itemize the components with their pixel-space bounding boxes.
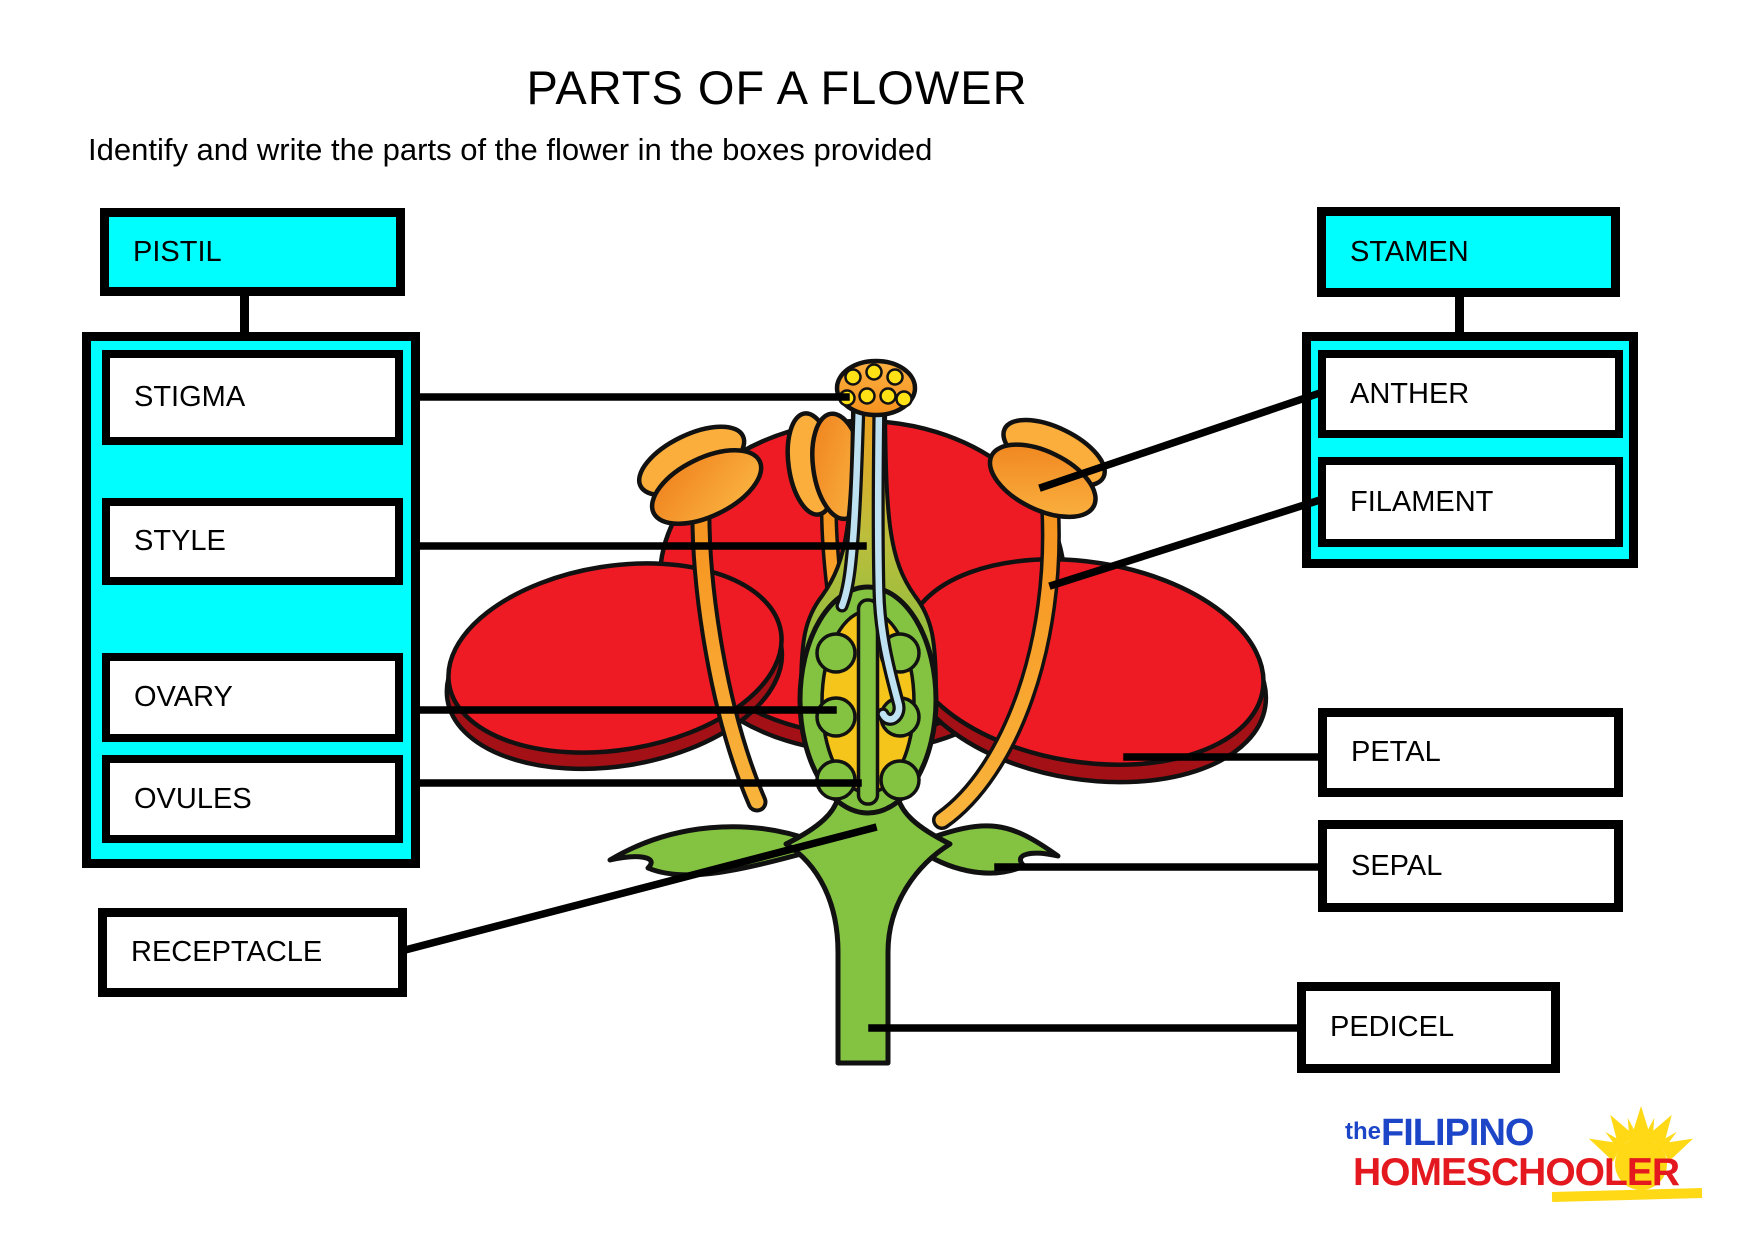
pistil-label: PISTIL xyxy=(133,235,222,268)
leader-line-anther xyxy=(1038,388,1325,492)
style-answer-box[interactable]: STYLE xyxy=(102,498,403,585)
pedicel-answer-box[interactable]: PEDICEL xyxy=(1297,982,1560,1073)
pistil-answer-box[interactable]: PISTIL xyxy=(100,208,405,296)
ovules-answer-box[interactable]: OVULES xyxy=(102,755,403,843)
petal-right xyxy=(904,557,1269,785)
receptacle-and-pedicel xyxy=(783,795,953,1066)
petal-left xyxy=(444,561,785,772)
stamen-parts-container: ANTHER FILAMENT xyxy=(1302,332,1638,568)
leader-line-receptacle xyxy=(400,823,878,955)
sepal-left xyxy=(607,824,819,878)
pistil-parts-container: STIGMA STYLE OVARY OVULES xyxy=(82,332,420,868)
anther-middle xyxy=(785,411,867,522)
anther-label: ANTHER xyxy=(1350,377,1470,410)
sun-icon xyxy=(1588,1106,1694,1190)
sepal-answer-box[interactable]: SEPAL xyxy=(1318,820,1623,912)
filament-answer-box[interactable]: FILAMENT xyxy=(1318,457,1623,547)
placenta-column xyxy=(856,598,880,806)
petal-label: PETAL xyxy=(1351,736,1441,768)
ovary-wall xyxy=(797,584,939,816)
petal-center xyxy=(656,418,1068,755)
stigma-answer-box[interactable]: STIGMA xyxy=(102,350,403,445)
stamen-label: STAMEN xyxy=(1350,235,1469,268)
sepal-label: SEPAL xyxy=(1351,849,1443,882)
ovules xyxy=(815,632,921,801)
logo-word-homeschooler: HOMESCHOOLER xyxy=(1353,1151,1680,1194)
style-label: STYLE xyxy=(134,525,226,557)
anther-left xyxy=(636,424,764,526)
pedicel-label: PEDICEL xyxy=(1330,1011,1455,1043)
sepal-right xyxy=(917,823,1061,876)
pistil-structure xyxy=(797,358,939,816)
pistil-connector-line xyxy=(240,294,249,335)
ovules-label: OVULES xyxy=(134,782,252,815)
ovary-label: OVARY xyxy=(134,681,233,713)
receptacle-label: RECEPTACLE xyxy=(131,936,323,968)
page-title: PARTS OF A FLOWER xyxy=(526,61,1028,114)
instruction-text: Identify and write the parts of the flow… xyxy=(88,132,933,167)
stamen-connector-line xyxy=(1455,295,1464,335)
ovary-interior xyxy=(820,609,916,795)
brand-logo: the FILIPINO HOMESCHOOLER xyxy=(1345,1106,1725,1214)
stamen-answer-box[interactable]: STAMEN xyxy=(1317,207,1620,297)
stamen-right xyxy=(932,417,1107,830)
anther-answer-box[interactable]: ANTHER xyxy=(1318,350,1623,438)
ovary-answer-box[interactable]: OVARY xyxy=(102,653,403,742)
logo-word-filipino: FILIPINO xyxy=(1381,1112,1534,1154)
receptacle-answer-box[interactable]: RECEPTACLE xyxy=(98,908,407,997)
stigma-head xyxy=(834,358,918,418)
anther-right xyxy=(987,417,1107,520)
stigma-label: STIGMA xyxy=(134,381,246,413)
stamen-left xyxy=(636,424,768,813)
style-sheath xyxy=(798,406,939,694)
filament-label: FILAMENT xyxy=(1350,485,1494,518)
petal-answer-box[interactable]: PETAL xyxy=(1318,708,1623,797)
leader-line-filament xyxy=(1048,495,1325,590)
logo-prefix: the xyxy=(1345,1118,1381,1145)
style-tubes xyxy=(835,398,906,726)
stamen-middle xyxy=(785,411,867,671)
logo-line1: the FILIPINO xyxy=(1345,1114,1725,1152)
